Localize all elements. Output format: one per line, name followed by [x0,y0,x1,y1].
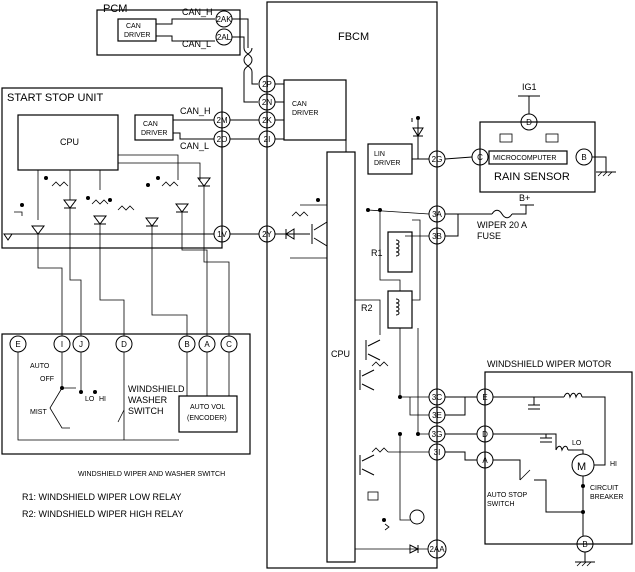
switch-hi: HI [99,396,106,403]
start-stop-unit-block: START STOP UNIT CPU CAN DRIVER CAN_H CAN… [1,87,223,249]
svg-text:D: D [482,430,488,439]
relay-r2: R2 [361,290,413,329]
svg-text:3B: 3B [432,232,442,241]
fbcm-can-driver-l2: DRIVER [292,110,318,117]
rain-sensor-block: MICROCOMPUTER RAIN SENSOR IG1 [479,82,596,193]
svg-text:B: B [184,340,189,349]
washer-l1: WINDSHIELD [128,384,185,394]
switch-terminal-E: E [9,335,27,353]
svg-text:E: E [482,393,487,402]
auto-stop-l2: SWITCH [487,501,515,508]
wiper-motor-block: WINDSHIELD WIPER MOTOR M LO HI AUTO STOP… [484,359,633,545]
svg-text:B: B [582,540,587,549]
ssu-title: START STOP UNIT [7,92,103,104]
svg-text:2N: 2N [262,98,272,107]
pcm-can-driver-l2: DRIVER [124,32,150,39]
switch-caption: WINDSHIELD WIPER AND WASHER SWITCH [78,471,225,478]
svg-text:I: I [61,340,63,349]
svg-text:2AK: 2AK [216,15,232,24]
terminal-2AK: 2AK [215,10,233,28]
fbcm-block: FBCM CAN DRIVER CPU LIN DRIVER [266,1,438,569]
svg-text:A: A [482,456,488,465]
relay-r1-label: R1 [371,248,383,258]
svg-text:2K: 2K [262,116,272,125]
svg-text:3G: 3G [432,430,443,439]
fbcm-cpu-label: CPU [331,349,350,359]
rain-sensor-title: RAIN SENSOR [494,171,570,183]
svg-text:D: D [121,340,127,349]
fuse-label-l2: FUSE [477,231,501,241]
lin-driver-l2: DRIVER [374,160,400,167]
terminal-2AL: 2AL [215,28,233,46]
switch-terminal-C: C [220,335,238,353]
breaker-l2: BREAKER [590,494,623,501]
pcm-can-h-label: CAN_H [182,7,213,17]
switch-auto: AUTO [30,363,50,370]
auto-vol-l2: (ENCODER) [187,415,227,422]
rain-sensor-terminal-B: B [575,148,593,166]
ssu-can-h-label: CAN_H [180,106,211,116]
svg-text:C: C [226,340,232,349]
svg-text:3I: 3I [434,448,441,457]
ssu-can-driver-l2: DRIVER [141,130,167,137]
motor-symbol: M [577,461,586,473]
fbcm-can-driver-l1: CAN [292,101,307,108]
microcomputer-label: MICROCOMPUTER [493,155,556,162]
switch-mist: MIST [30,409,47,416]
bplus-label: B+ [519,193,530,203]
svg-text:D: D [526,118,532,127]
relay-r1: R1 [371,231,413,273]
svg-text:2Y: 2Y [262,230,272,239]
ig1-label: IG1 [522,82,537,92]
svg-text:1V: 1V [217,230,227,239]
switch-terminal-D: D [115,335,133,353]
legend-r1: R1: WINDSHIELD WIPER LOW RELAY [22,492,181,502]
svg-text:J: J [79,340,83,349]
breaker-l1: CIRCUIT [590,485,619,492]
switch-off: OFF [40,376,54,383]
svg-text:C: C [477,153,483,162]
ssu-cpu-label: CPU [60,137,79,147]
svg-text:3E: 3E [432,411,442,420]
fuse-label-l1: WIPER 20 A [477,220,527,230]
svg-text:2I: 2I [264,135,271,144]
twisted-pair [232,18,258,103]
lin-driver-l1: LIN [374,151,385,158]
fbcm-title: FBCM [338,31,369,43]
svg-text:3C: 3C [432,393,442,402]
washer-l3: SWITCH [128,406,164,416]
wiper-motor-title: WINDSHIELD WIPER MOTOR [487,359,612,369]
switch-lo: LO [85,396,95,403]
ssu-can-driver-l1: CAN [143,121,158,128]
svg-text:3A: 3A [432,210,442,219]
svg-text:A: A [204,340,210,349]
svg-text:2O: 2O [217,135,228,144]
auto-vol-l1: AUTO VOL [190,404,225,411]
motor-lo: LO [572,440,582,447]
relay-r2-label: R2 [361,303,373,313]
motor-hi: HI [610,461,617,468]
switch-terminal-B: B [178,335,196,353]
switch-terminal-J: J [72,335,90,353]
svg-text:2P: 2P [262,80,272,89]
svg-text:2M: 2M [216,116,227,125]
fuse-block: B+ WIPER 20 A FUSE [445,193,534,241]
svg-text:2G: 2G [432,155,443,164]
pcm-can-l-label: CAN_L [182,39,211,49]
legend-r2: R2: WINDSHIELD WIPER HIGH RELAY [22,509,183,519]
svg-text:B: B [581,153,586,162]
pcm-block: PCM CAN DRIVER CAN_H CAN_L [96,3,241,56]
svg-text:2AA: 2AA [429,545,445,554]
auto-stop-l1: AUTO STOP [487,492,528,499]
switch-terminal-I: I [53,335,71,353]
wiper-washer-switch-block: WINDSHIELD WIPER AND WASHER SWITCH AUTO … [1,333,251,478]
pcm-can-driver-l1: CAN [126,23,141,30]
svg-text:E: E [15,340,20,349]
pcm-title: PCM [103,3,127,15]
svg-text:2AL: 2AL [217,33,232,42]
washer-l2: WASHER [128,395,168,405]
switch-terminal-A: A [198,335,216,353]
ssu-can-l-label: CAN_L [180,141,209,151]
